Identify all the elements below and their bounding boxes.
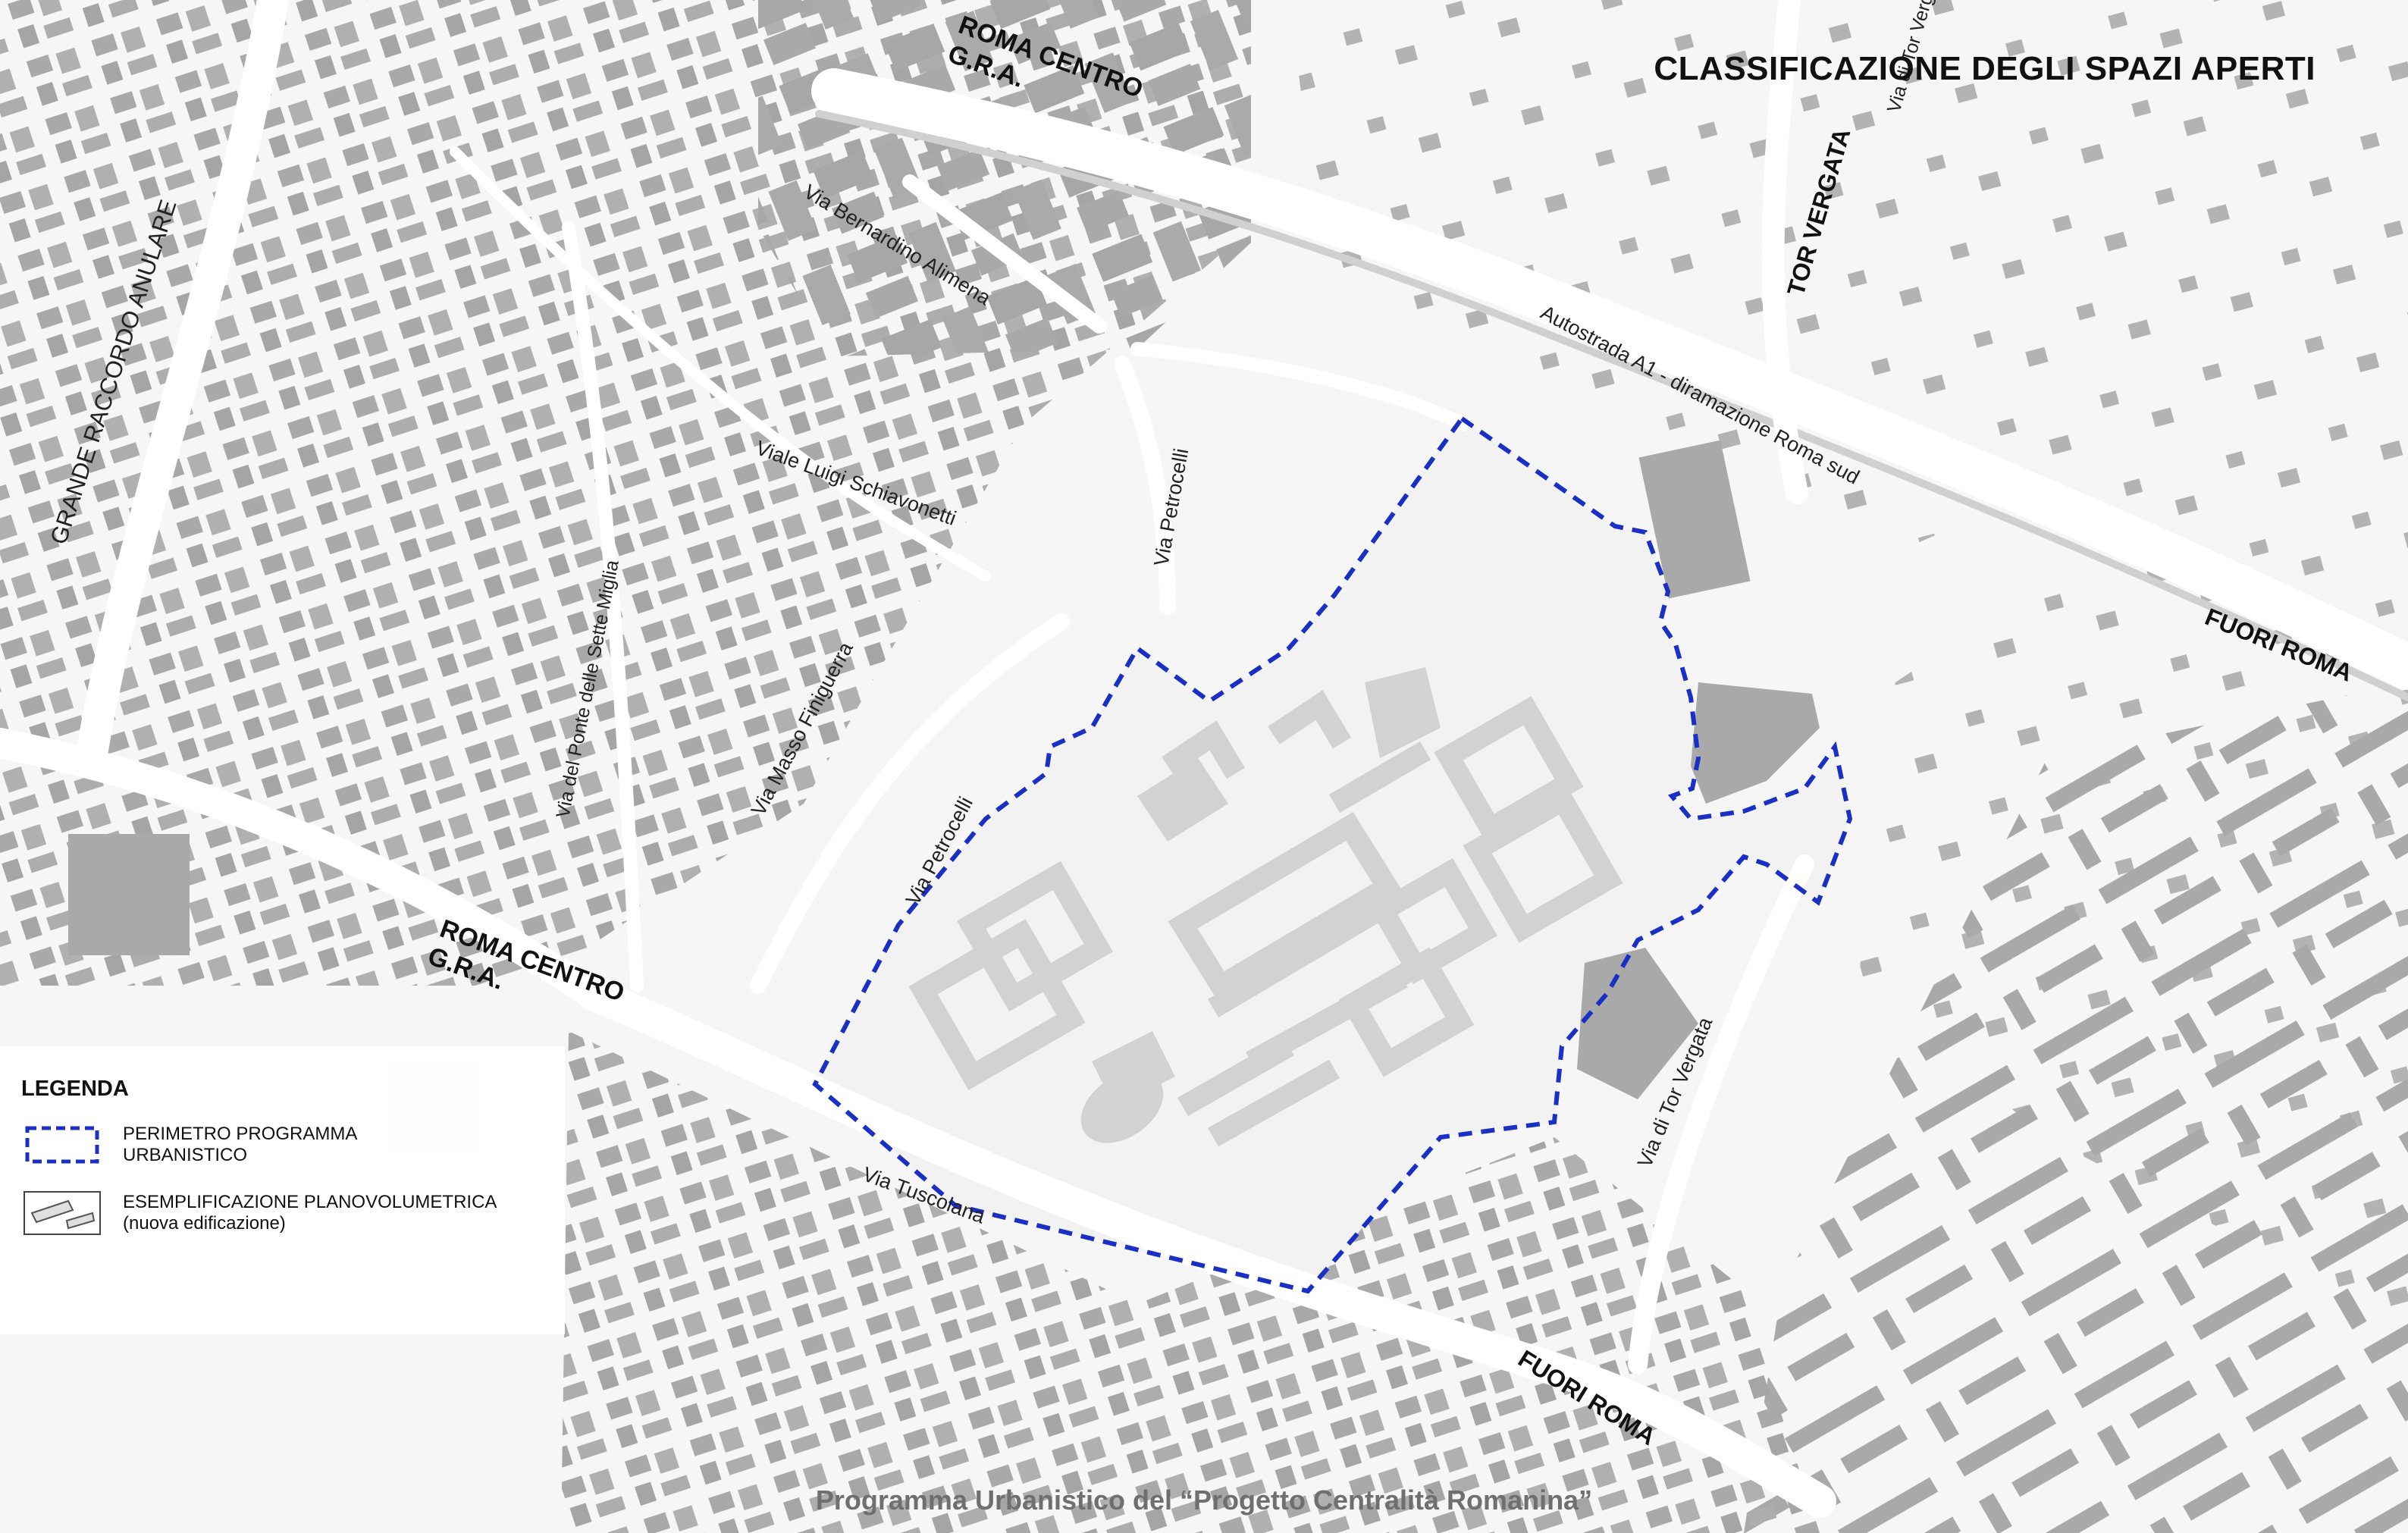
industrial-block (1577, 948, 1698, 1099)
footer-caption: Programma Urbanistico del “Progetto Cent… (815, 1484, 1593, 1516)
map-title: CLASSIFICAZIONE DEGLI SPAZI APERTI (1654, 50, 2316, 87)
dashed-rectangle-icon (25, 1126, 99, 1164)
southeast-residential (1744, 682, 2408, 1533)
commercial-center (1691, 682, 1820, 804)
building-outline-icon (24, 1191, 101, 1235)
legend-item-perimeter: PERIMETRO PROGRAMMA URBANISTICO (23, 1122, 553, 1183)
stadium-block (68, 834, 190, 955)
planned-buildings-solid (1080, 667, 1441, 1143)
legend-label-planovolumetric: ESEMPLIFICAZIONE PLANOVOLUMETRICA (nuova… (123, 1192, 497, 1234)
planned-buildings (908, 690, 1623, 1147)
program-open-area (815, 419, 1850, 1291)
legend-title: LEGENDA (21, 1077, 129, 1101)
southern-urban-fabric (561, 1031, 1820, 1533)
legend-label-perimeter: PERIMETRO PROGRAMMA URBANISTICO (123, 1124, 358, 1165)
large-building (1638, 440, 1751, 599)
program-perimeter[interactable] (812, 416, 1853, 1294)
legend-panel: LEGENDA PERIMETRO PROGRAMMA URBANISTICO … (0, 1046, 565, 1334)
legend-item-planovolumetric: ESEMPLIFICAZIONE PLANOVOLUMETRICA (nuova… (23, 1190, 553, 1251)
